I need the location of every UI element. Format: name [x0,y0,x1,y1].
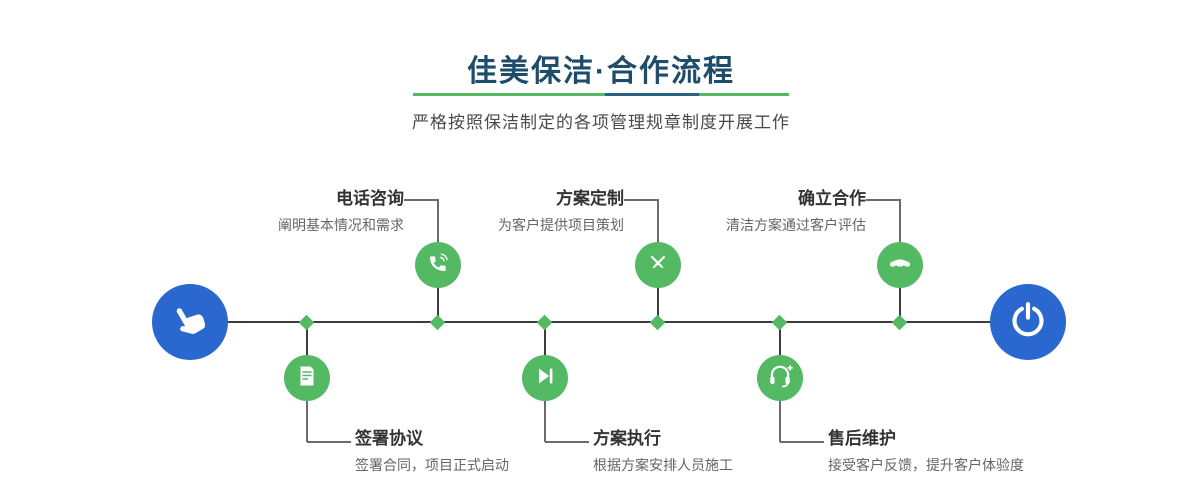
connector-line [657,199,659,242]
step-circle-contract [284,355,330,401]
connector-line [404,199,437,201]
step-title: 方案执行 [593,429,661,448]
page-title: 佳美保洁·合作流程 [467,55,735,88]
timeline-diamond [536,314,553,331]
connector-stub [437,288,439,321]
page-subtitle: 严格按照保洁制定的各项管理规章制度开展工作 [412,113,790,132]
step-circle-handshake [877,242,923,288]
design-pencils-icon [646,251,670,280]
step-label: 方案执行 根据方案安排人员施工 [593,429,873,474]
handshake-icon [887,250,913,281]
step-desc: 清洁方案通过客户评估 [726,217,866,233]
phone-icon [426,251,450,280]
divider-segment-green-left [413,93,605,96]
step-desc: 签署合同，项目正式启动 [355,457,509,473]
connector-line [437,199,439,242]
connector-stub [779,323,781,355]
step-label: 签署协议 签署合同，项目正式启动 [355,429,635,474]
step-label: 确立合作 清洁方案通过客户评估 [646,189,866,234]
timeline-diamond [891,314,908,331]
timeline-diamond [771,314,788,331]
step-title: 方案定制 [556,189,624,208]
step-desc: 为客户提供项目策划 [498,217,624,233]
connector-line [544,401,546,442]
timeline-line [190,321,1030,323]
timeline-diamond [298,314,315,331]
timeline-start-node [152,284,228,360]
title-divider [413,93,789,96]
connector-stub [306,323,308,355]
step-circle-execute [522,355,568,401]
connector-line [306,401,308,442]
connector-line [545,441,589,443]
step-title: 售后维护 [828,429,896,448]
play-next-icon [533,364,557,393]
connector-line [307,441,351,443]
timeline-end-node [990,284,1066,360]
connector-line [780,441,824,443]
connector-stub [657,288,659,321]
step-label: 电话咨询 阐明基本情况和需求 [184,189,404,234]
timeline-diamond [429,314,446,331]
step-circle-phone [415,242,461,288]
step-circle-support [757,355,803,401]
connector-line [899,199,901,242]
timeline-diamond [649,314,666,331]
step-circle-design [635,242,681,288]
step-title: 电话咨询 [336,189,404,208]
hand-pointer-icon [170,300,210,345]
step-desc: 接受客户反馈，提升客户体验度 [828,457,1024,473]
step-desc: 根据方案安排人员施工 [593,457,733,473]
step-title: 确立合作 [798,189,866,208]
connector-line [779,401,781,442]
step-label: 方案定制 为客户提供项目策划 [404,189,624,234]
step-title: 签署协议 [355,429,423,448]
divider-segment-green-right [698,93,789,96]
step-label: 售后维护 接受客户反馈，提升客户体验度 [828,429,1108,474]
headset-support-icon [767,363,793,394]
power-icon [1009,301,1047,344]
step-desc: 阐明基本情况和需求 [278,217,404,233]
contract-icon [295,364,319,393]
connector-line [624,199,657,201]
connector-stub [544,323,546,355]
divider-segment-blue [604,93,699,96]
connector-line [866,199,899,201]
connector-stub [899,288,901,321]
